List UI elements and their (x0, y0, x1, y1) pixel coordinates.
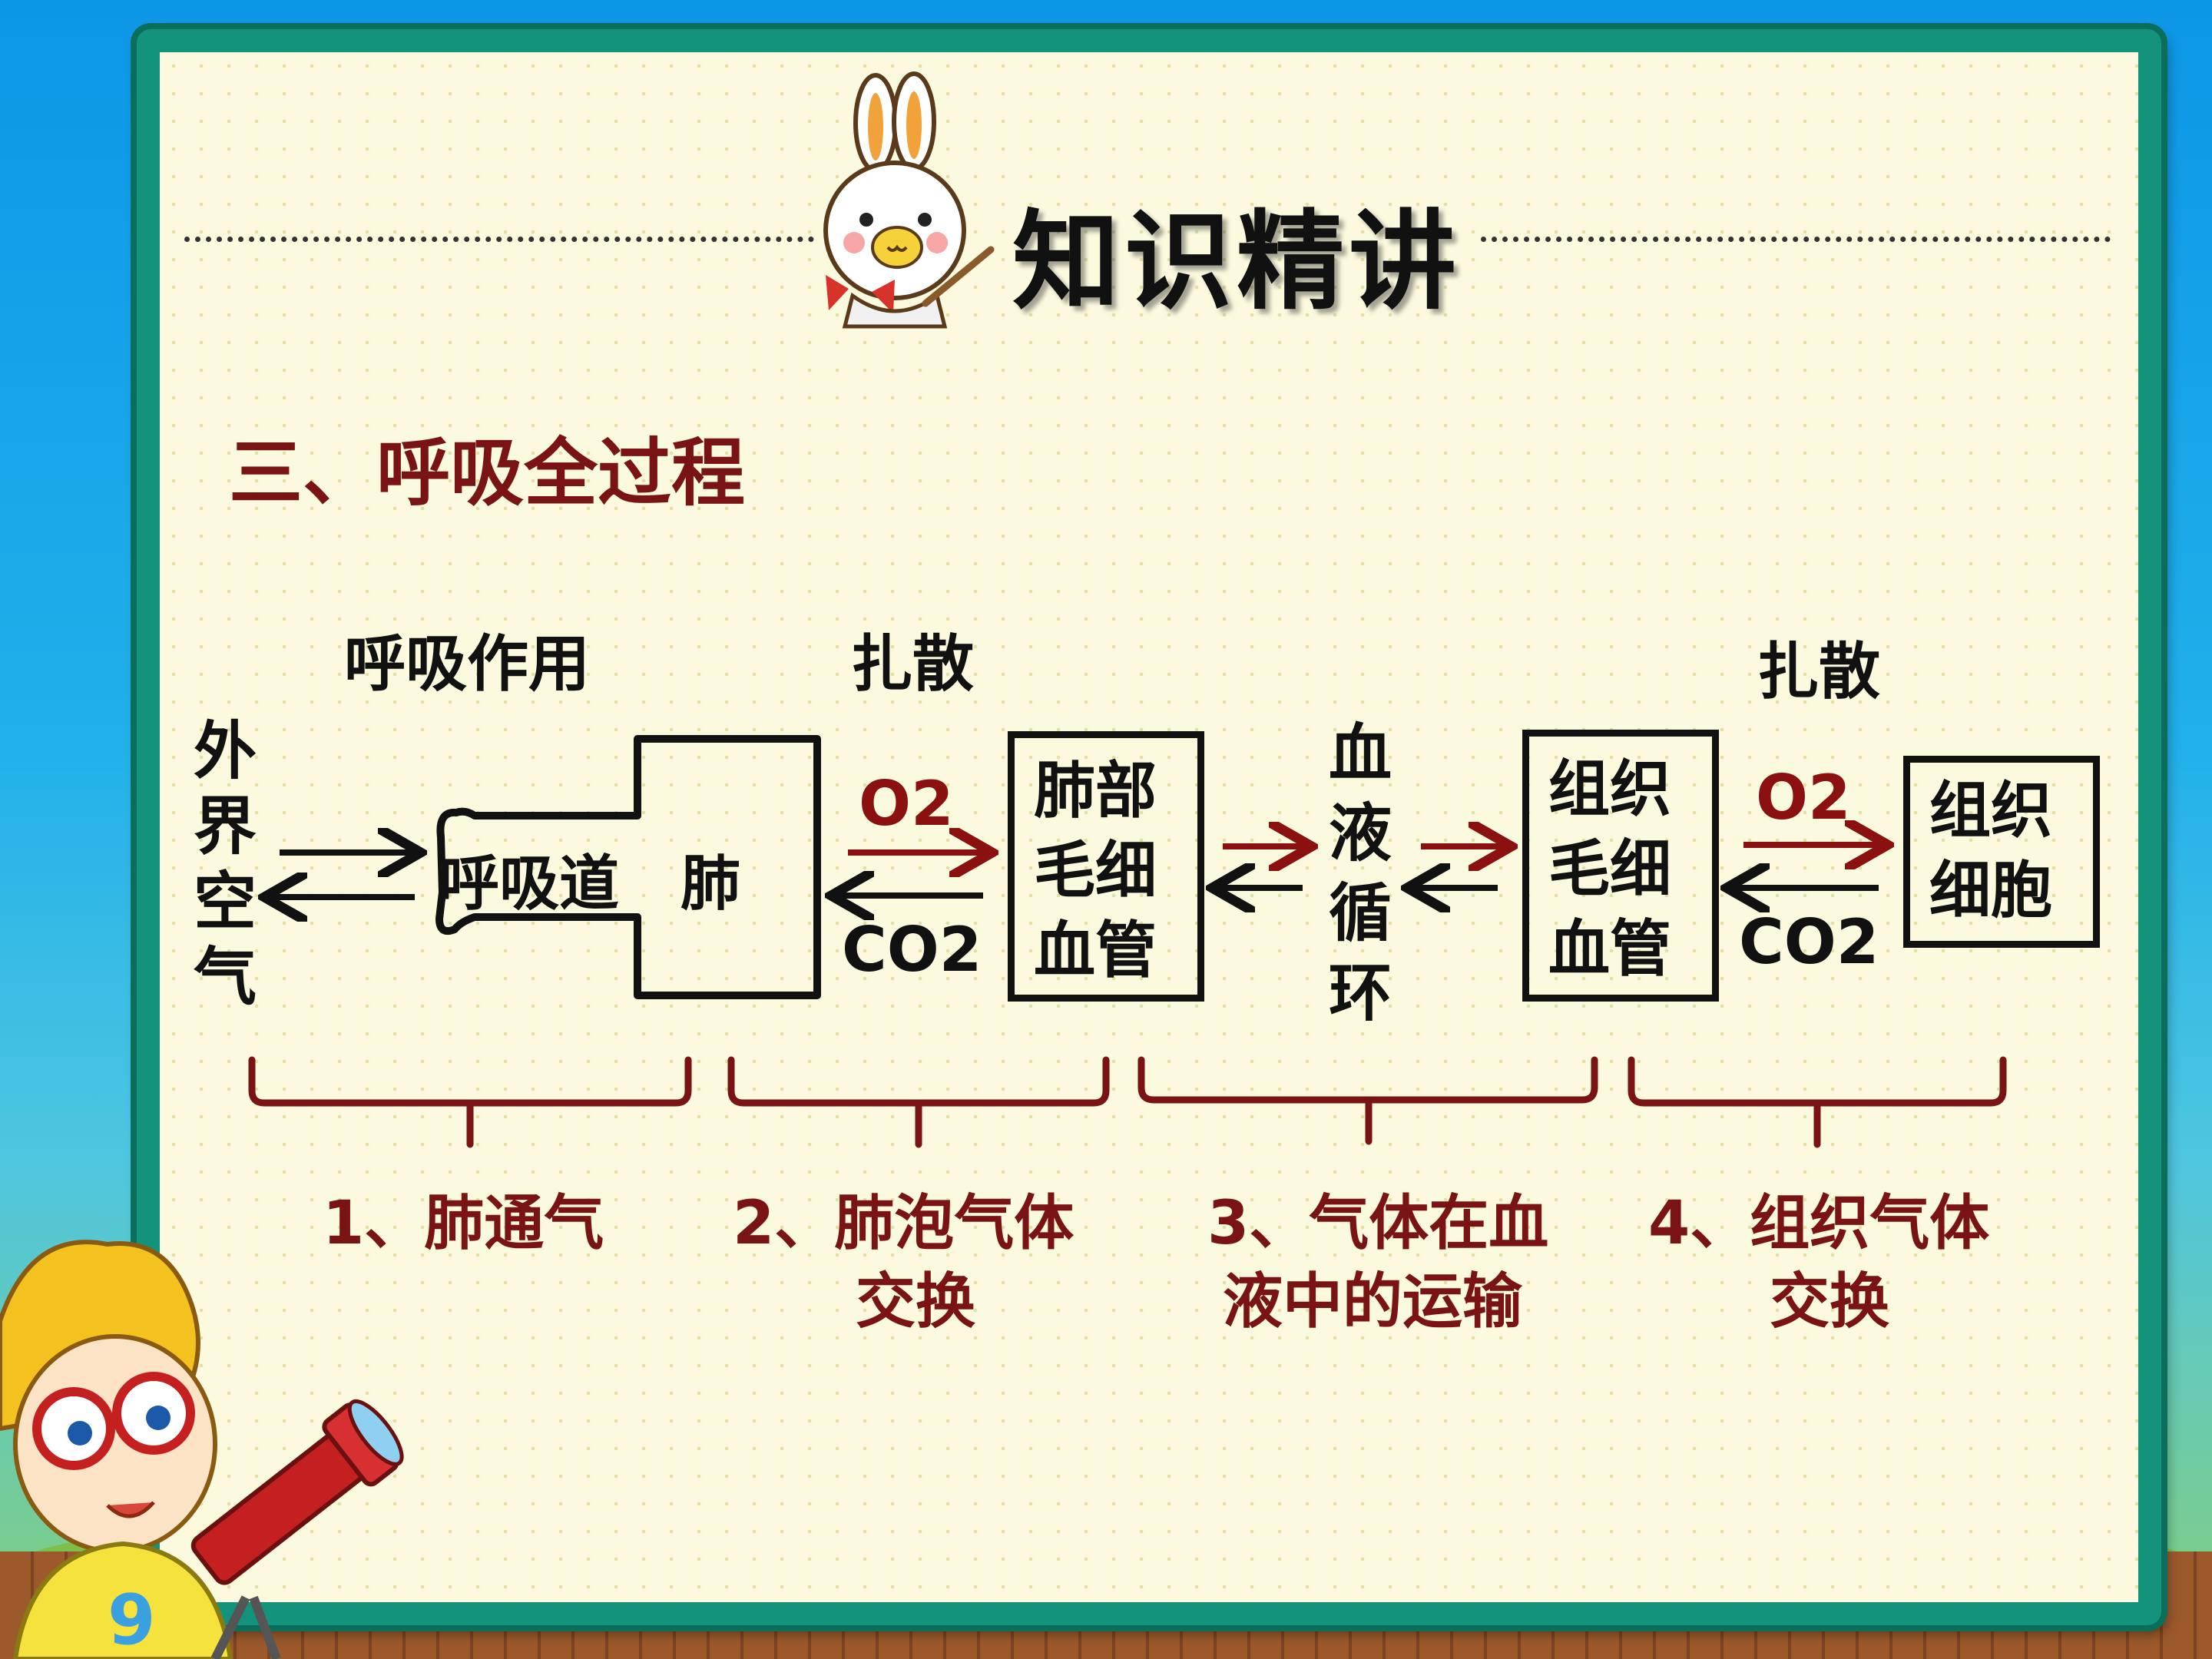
stage-2-label-line1: 2、肺泡气体 (733, 1189, 1075, 1258)
label-diffusion-left: 扎散 (851, 628, 974, 700)
stage-4-label-line1: 4、组织气体 (1648, 1189, 1990, 1258)
node-tissue-cell-line: 组织 (1929, 775, 2052, 846)
stage-3-label-line1: 3、气体在血 (1207, 1189, 1549, 1258)
node-outside-air: 外 界 空 气 (194, 714, 257, 1015)
stage-1-label: 1、肺通气 (323, 1189, 604, 1258)
stage-2-label-line2: 交换 (856, 1267, 976, 1336)
node-blood-circulation: 血 液 循 环 (1329, 714, 1392, 1034)
header-dotted-line-right (1481, 237, 2111, 242)
node-outside-air-char: 气 (194, 941, 257, 1014)
svg-text:9: 9 (108, 1580, 156, 1659)
node-tissue-cell-line: 细胞 (1929, 855, 2052, 926)
stage-4-label-line2: 交换 (1770, 1267, 1890, 1336)
node-tissue-cell: 组织 细胞 (1929, 771, 2052, 931)
brace-stage-3 (1137, 1056, 1598, 1145)
section-title: 三、呼吸全过程 (229, 430, 745, 516)
label-diffusion-right: 扎散 (1757, 636, 1880, 707)
node-tissue-capillary: 组织 毛细 血管 (1548, 750, 1671, 989)
node-lung-capillary: 肺部 毛细 血管 (1034, 751, 1157, 991)
node-blood-circulation-char: 液 (1329, 797, 1392, 870)
node-blood-circulation-char: 血 (1329, 717, 1392, 790)
gas-o2-left: O2 (859, 768, 954, 839)
node-lung-capillary-box (1008, 731, 1204, 1002)
node-blood-circulation-char: 循 (1329, 877, 1392, 950)
node-tissue-capillary-line: 血管 (1548, 913, 1671, 985)
label-respiration: 呼吸作用 (344, 628, 590, 700)
node-blood-circulation-char: 环 (1329, 957, 1392, 1030)
node-tissue-capillary-line: 毛细 (1548, 833, 1671, 905)
node-airway: 呼吸道 (439, 849, 620, 919)
node-outside-air-char: 外 (194, 715, 257, 788)
gas-o2-right: O2 (1756, 762, 1851, 833)
gas-co2-right: CO2 (1739, 906, 1879, 978)
node-lung-capillary-line: 毛细 (1034, 835, 1157, 906)
node-lung-capillary-line: 肺部 (1034, 755, 1157, 826)
node-tissue-capillary-line: 组织 (1548, 753, 1671, 825)
node-tissue-cell-box (1903, 756, 2100, 948)
node-tissue-capillary-box (1522, 730, 1719, 1002)
brace-stage-4 (1628, 1056, 2007, 1148)
header-dotted-line-left (184, 237, 814, 242)
node-lung-capillary-line: 血管 (1034, 915, 1157, 986)
node-outside-air-char: 空 (194, 866, 257, 939)
node-lung: 肺 (680, 849, 741, 919)
node-outside-air-char: 界 (194, 790, 257, 863)
slide-heading: 知识精讲 (1012, 200, 1462, 325)
stage-3-label-line2: 液中的运输 (1223, 1267, 1523, 1336)
brace-stage-1 (248, 1056, 692, 1148)
gas-co2-left: CO2 (842, 914, 982, 985)
brace-stage-2 (727, 1056, 1110, 1148)
